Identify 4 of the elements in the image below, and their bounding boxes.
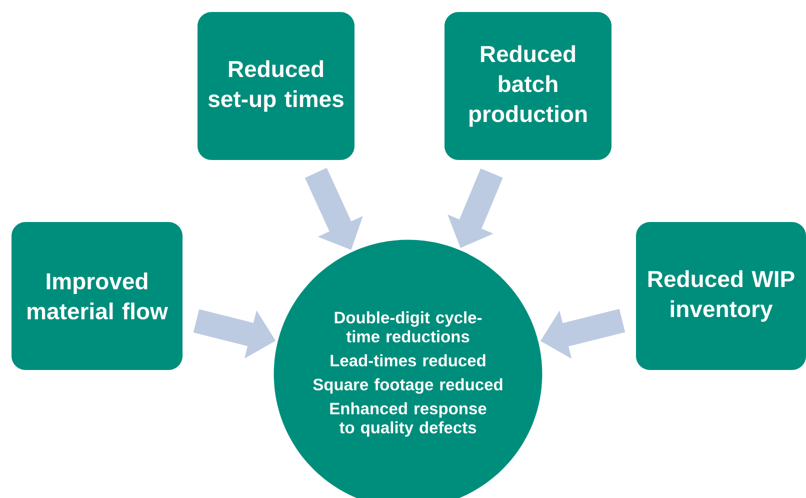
cause-box: Reduced set-up times: [198, 12, 354, 160]
cause-box: Reduced WIP inventory: [636, 222, 806, 370]
cause-box: Reduced batch production: [444, 12, 612, 160]
cause-box: Improved material flow: [12, 222, 182, 370]
